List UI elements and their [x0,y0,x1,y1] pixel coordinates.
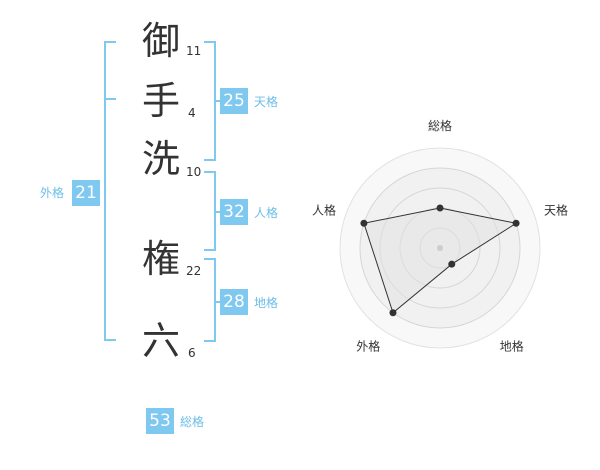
radar-axis-label-2: 天格 [544,202,568,217]
stroke-count-1: 11 [186,44,202,58]
jinkaku-value: 32 [220,199,248,225]
chikaku-value: 28 [220,289,248,315]
soukaku-label: 総格 [180,415,205,429]
gaikaku-bracket-tick [106,98,116,100]
radar-point-3 [448,260,456,268]
chikaku-bracket-tick [214,301,222,303]
soukaku-value: 53 [146,408,174,434]
radar-axis-label-3: 地格 [500,339,524,354]
radar-axis-label-5: 人格 [312,202,336,217]
name-char-3: 洗 [141,137,180,181]
gaikaku-label: 外格 [40,186,65,200]
radar-point-4 [389,309,397,317]
radar-point-5 [360,219,368,227]
chikaku-bracket [204,258,216,342]
stroke-count-4: 22 [186,264,202,278]
radar-point-1 [436,204,444,212]
jinkaku-label: 人格 [254,206,279,220]
stroke-count-2: 4 [188,106,196,120]
name-char-2: 手 [141,79,180,123]
stroke-count-5: 6 [188,346,196,360]
tenkaku-bracket-tick [214,100,222,102]
radar-point-2 [512,219,520,227]
gaikaku-bracket [104,41,116,341]
name-char-5: 六 [141,319,180,363]
gaikaku-value: 21 [72,180,100,206]
stroke-count-3: 10 [186,165,202,179]
tenkaku-value: 25 [220,88,248,114]
radar-axis-label-1: 総格 [428,118,452,133]
radar-center-dot [437,245,443,251]
radar-series-area [363,207,518,314]
tenkaku-label: 天格 [254,95,279,109]
radar-axis-label-4: 外格 [356,339,380,354]
jinkaku-bracket-tick [214,211,222,213]
name-char-1: 御 [141,19,180,63]
chikaku-label: 地格 [254,296,279,310]
name-char-4: 権 [141,237,180,281]
